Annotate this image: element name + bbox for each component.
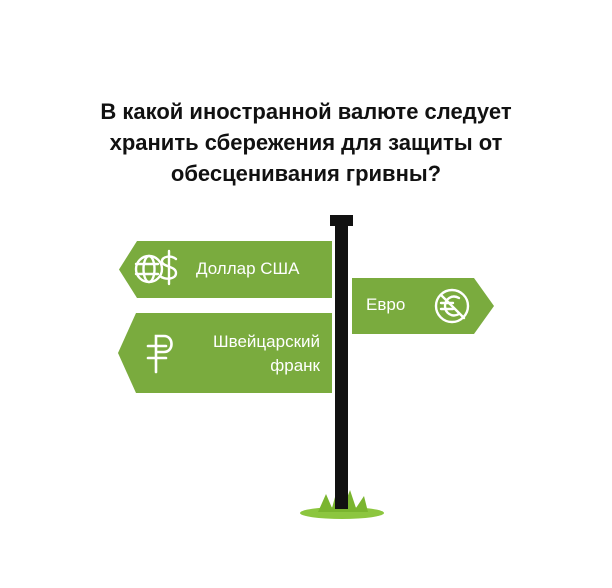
sign-usd-label: Доллар США [196,259,300,278]
signpost-pole [330,215,353,509]
sign-chf-label-line-1: Швейцарский [213,332,320,351]
sign-chf-label-line-2: франк [270,356,320,375]
sign-chf-label: Швейцарский франк [190,330,320,378]
sign-eur-label: Евро [366,295,406,314]
sign-usd[interactable] [119,241,332,298]
franc-icon [146,334,173,374]
dollar-globe-icon [134,249,178,286]
grass-mound [300,486,384,519]
euro-coin-icon [434,288,470,324]
question-line-3: обесценивания гривны? [170,161,442,186]
question-line-1: В какой иностранной валюте следует [100,99,512,124]
question-title: В какой иностранной валюте следует храни… [40,96,572,189]
question-line-2: хранить сбережения для защиты от [109,130,503,155]
sign-chf[interactable] [118,313,332,393]
